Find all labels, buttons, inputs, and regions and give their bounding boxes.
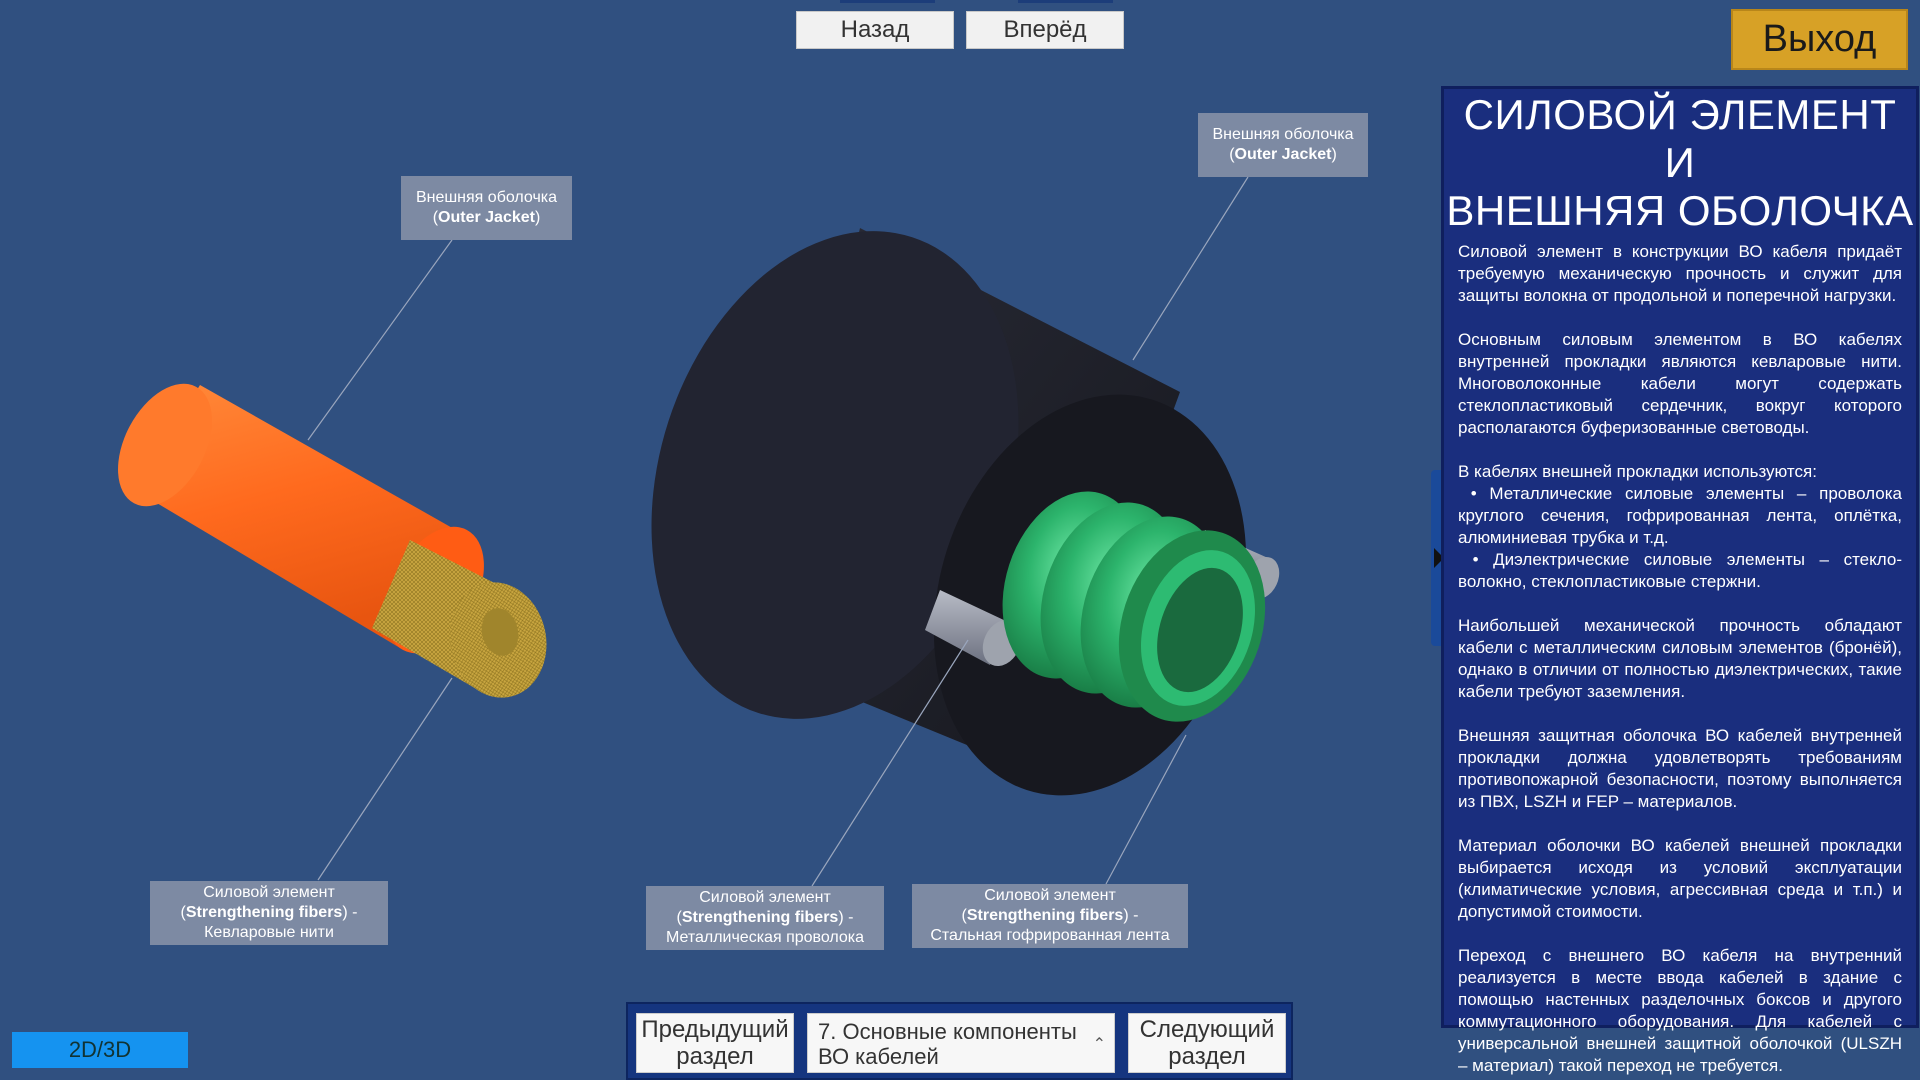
label-outer-jacket-right: Внешняя оболочка (Outer Jacket) bbox=[1198, 113, 1368, 177]
label-text: (Strengthening fibers) - bbox=[961, 907, 1139, 924]
section-select[interactable]: 7. Основные компоненты ВО кабелей ⌃ bbox=[807, 1013, 1115, 1073]
leader-lines bbox=[307, 176, 1249, 887]
corrugated-tape bbox=[1002, 491, 1266, 722]
label-steel-wire: Силовой элемент (Strengthening fibers) -… bbox=[646, 886, 884, 950]
label-text: Металлическая проволока bbox=[665, 929, 865, 946]
exit-button[interactable]: Выход bbox=[1731, 9, 1908, 70]
panel-title-line2: ВНЕШНЯЯ ОБОЛОЧКА bbox=[1446, 187, 1914, 234]
panel-paragraph: Материал оболочки ВО кабелей внешней про… bbox=[1458, 836, 1902, 921]
prev-section-button[interactable]: Предыдущий раздел bbox=[636, 1013, 794, 1073]
section-nav-bar: Предыдущий раздел 7. Основные компоненты… bbox=[626, 1002, 1293, 1080]
label-text: (Outer Jacket) bbox=[1229, 146, 1337, 163]
label-bold: Outer Jacket bbox=[1234, 146, 1332, 163]
label-text: Внешняя оболочка bbox=[1212, 126, 1354, 143]
chevron-up-icon: ⌃ bbox=[1092, 1036, 1106, 1053]
section-select-value: 7. Основные компоненты ВО кабелей bbox=[818, 1019, 1077, 1069]
panel-paragraph-list: В кабелях внешней прокладки используются… bbox=[1458, 461, 1902, 593]
panel-title: СИЛОВОЙ ЭЛЕМЕНТ И ВНЕШНЯЯ ОБОЛОЧКА bbox=[1444, 91, 1916, 235]
panel-title-line1: СИЛОВОЙ ЭЛЕМЕНТ И bbox=[1463, 91, 1897, 186]
top-accent-right bbox=[1018, 0, 1113, 3]
label-text: Силовой элемент bbox=[699, 889, 831, 906]
panel-list-item: • Диэлектрические силовые элементы – сте… bbox=[1458, 550, 1902, 591]
view-toggle-button[interactable]: 2D/3D bbox=[12, 1032, 188, 1068]
forward-button[interactable]: Вперёд bbox=[966, 11, 1124, 49]
label-outer-jacket-left: Внешняя оболочка (Outer Jacket) bbox=[401, 176, 572, 240]
back-button[interactable]: Назад bbox=[796, 11, 954, 49]
panel-body: Силовой элемент в конструкции ВО кабеля … bbox=[1444, 235, 1916, 1077]
top-accent-left bbox=[840, 0, 935, 3]
panel-list-intro: В кабелях внешней прокладки используются… bbox=[1458, 462, 1817, 481]
cable-3d-scene[interactable] bbox=[0, 0, 1430, 1080]
label-text: Силовой элемент bbox=[984, 887, 1116, 904]
label-suffix: - bbox=[843, 909, 854, 926]
info-panel[interactable]: СИЛОВОЙ ЭЛЕМЕНТ И ВНЕШНЯЯ ОБОЛОЧКА Силов… bbox=[1441, 86, 1919, 1075]
label-bold: Strengthening fibers bbox=[681, 909, 839, 926]
label-text: (Outer Jacket) bbox=[432, 209, 541, 226]
panel-paragraph: Силовой элемент в конструкции ВО кабеля … bbox=[1458, 242, 1902, 305]
label-text: (Strengthening fibers) - bbox=[180, 904, 358, 921]
panel-paragraph: Основным силовым элементом в ВО кабелях … bbox=[1458, 330, 1902, 437]
label-text: Силовой элемент bbox=[203, 884, 335, 901]
label-suffix: - bbox=[1128, 907, 1139, 924]
panel-paragraph: Внешняя защитная оболочка ВО кабелей вну… bbox=[1458, 726, 1902, 811]
label-corrugated-tape: Силовой элемент (Strengthening fibers) -… bbox=[912, 884, 1188, 948]
label-suffix: - bbox=[347, 904, 358, 921]
panel-paragraph: Переход с внешнего ВО кабеля на внутренн… bbox=[1458, 946, 1902, 1075]
kevlar-fibers-core bbox=[372, 540, 547, 698]
label-bold: Strengthening fibers bbox=[966, 907, 1124, 924]
panel-list-item: • Металлические силовые элементы – прово… bbox=[1458, 484, 1902, 547]
black-jacket-cable bbox=[651, 228, 1247, 796]
label-text: Внешняя оболочка bbox=[415, 189, 558, 206]
label-kevlar-fibers: Силовой элемент (Strengthening fibers) -… bbox=[150, 881, 388, 945]
triangle-right-icon bbox=[1434, 548, 1444, 568]
label-text: Кевларовые нити bbox=[204, 924, 334, 941]
label-text: Стальная гофрированная лента bbox=[930, 927, 1170, 944]
next-section-button[interactable]: Следующий раздел bbox=[1128, 1013, 1286, 1073]
panel-paragraph: Наибольшей механической прочность облада… bbox=[1458, 616, 1902, 701]
label-text: (Strengthening fibers) - bbox=[676, 909, 854, 926]
label-bold: Outer Jacket bbox=[438, 209, 535, 226]
label-bold: Strengthening fibers bbox=[185, 904, 343, 921]
